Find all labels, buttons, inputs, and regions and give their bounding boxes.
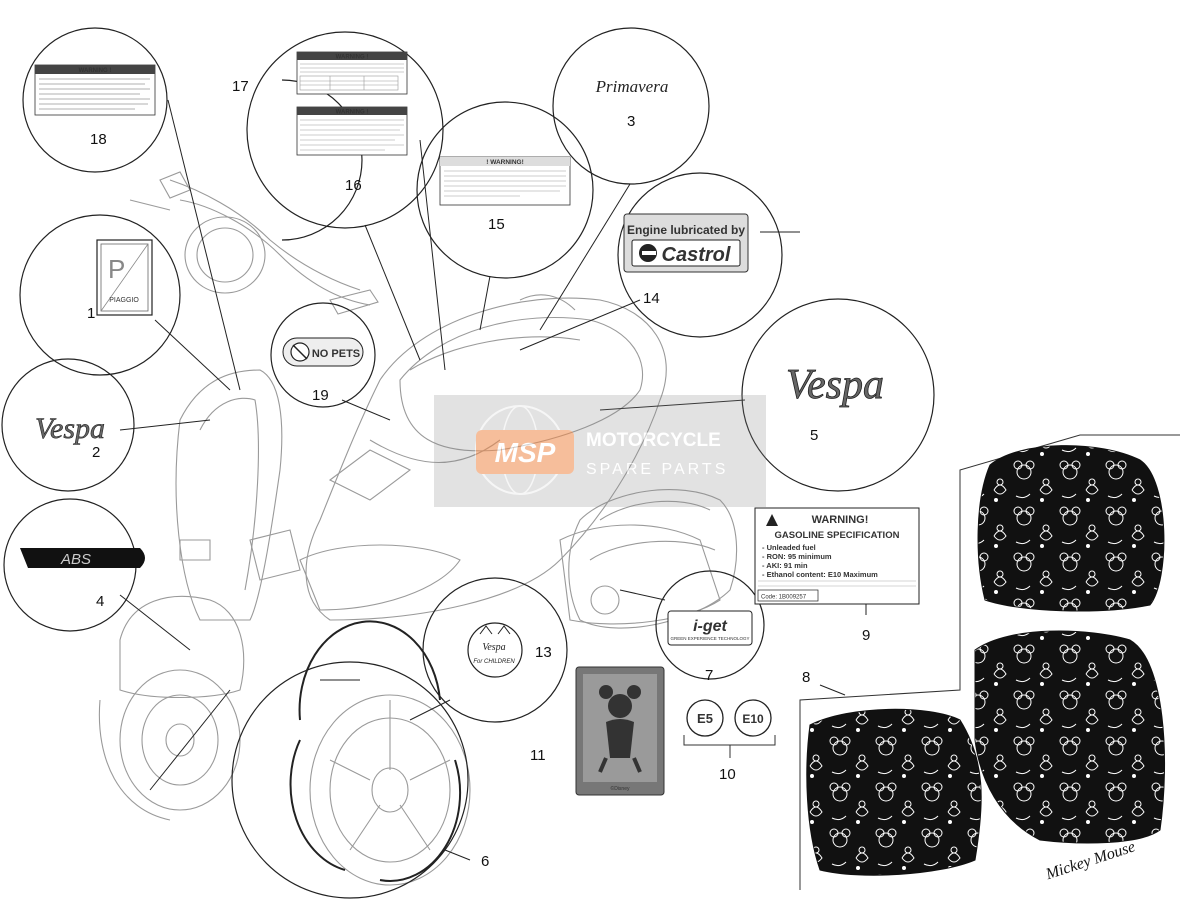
svg-text:PIAGGIO: PIAGGIO	[109, 297, 139, 304]
warning-decal-15: ! WARNING!	[439, 156, 571, 206]
svg-text:Code: 1B009257: Code: 1B009257	[761, 595, 807, 601]
vespa-children-decal: Vespa For CHILDREN	[467, 622, 523, 678]
no-pets-decal: NO PETS	[282, 337, 364, 367]
svg-text:- RON: 95 minimum: - RON: 95 minimum	[762, 552, 832, 561]
svg-text:MSP: MSP	[495, 437, 556, 468]
svg-text:E5: E5	[697, 711, 713, 726]
svg-text:©Disney: ©Disney	[611, 785, 630, 792]
callout-13: 13	[535, 644, 552, 661]
svg-text:i-get: i-get	[693, 618, 727, 635]
warning-decal-18: WARNING !	[34, 64, 156, 116]
e-rating-decals: E5 E10	[683, 699, 776, 758]
callout-14: 14	[643, 290, 660, 307]
callout-4: 4	[96, 593, 104, 610]
svg-text:- AKI: 91 min: - AKI: 91 min	[762, 561, 808, 570]
svg-text:WARNING !: WARNING !	[336, 55, 369, 61]
castrol-decal: Engine lubricated by Castrol	[623, 213, 749, 273]
svg-text:For CHILDREN: For CHILDREN	[473, 659, 515, 665]
callout-9: 9	[862, 627, 870, 644]
mickey-pattern-sheets: Mickey Mouse	[799, 434, 1180, 890]
leader-lines	[119, 99, 867, 861]
vespa-logo-2: Vespa	[35, 412, 105, 445]
callout-10: 10	[719, 766, 736, 783]
iget-decal: i-get GREEN EXPERIENCE TECHNOLOGY	[667, 610, 753, 646]
svg-text:WARNING!: WARNING!	[812, 514, 869, 526]
callout-3: 3	[627, 113, 635, 130]
callout-2: 2	[92, 444, 100, 461]
warning-decal-16: WARNING !	[296, 106, 408, 156]
svg-text:Vespa: Vespa	[482, 642, 505, 653]
primavera-logo: Primavera	[595, 77, 669, 96]
svg-text:- Unleaded fuel: - Unleaded fuel	[762, 543, 816, 552]
callout-18: 18	[90, 131, 107, 148]
svg-text:WARNING !: WARNING !	[336, 110, 369, 116]
svg-text:E10: E10	[742, 712, 764, 726]
rim-stripe-decal	[289, 620, 462, 882]
svg-text:Engine lubricated by: Engine lubricated by	[627, 223, 745, 237]
svg-text:Mickey Mouse: Mickey Mouse	[1043, 838, 1138, 883]
callout-16: 16	[345, 177, 362, 194]
callout-7: 7	[705, 667, 713, 684]
svg-text:ABS: ABS	[60, 551, 91, 568]
scooter-illustration	[98, 171, 738, 886]
svg-text:GREEN EXPERIENCE TECHNOLOGY: GREEN EXPERIENCE TECHNOLOGY	[671, 636, 750, 641]
abs-decal: ABS	[20, 548, 145, 568]
callout-6: 6	[481, 853, 489, 870]
callout-19: 19	[312, 387, 329, 404]
svg-text:WARNING !: WARNING !	[79, 68, 112, 74]
svg-text:SPARE PARTS: SPARE PARTS	[586, 461, 728, 478]
svg-text:P: P	[108, 254, 125, 284]
svg-text:- Ethanol content: E10 Maximum: - Ethanol content: E10 Maximum	[762, 570, 878, 579]
svg-text:NO PETS: NO PETS	[312, 348, 360, 360]
watermark: MSP MOTORCYCLE SPARE PARTS	[434, 395, 766, 507]
svg-text:! WARNING!: ! WARNING!	[486, 159, 524, 166]
gasoline-spec-decal: WARNING! GASOLINE SPECIFICATION - Unlead…	[754, 507, 920, 605]
callout-17: 17	[232, 78, 249, 95]
warning-decal-17: WARNING !	[296, 51, 408, 95]
svg-text:Castrol: Castrol	[662, 244, 731, 266]
mickey-plate-decal: ©Disney	[575, 666, 665, 796]
svg-text:GASOLINE SPECIFICATION: GASOLINE SPECIFICATION	[775, 530, 900, 541]
callout-5: 5	[810, 427, 818, 444]
svg-text:MOTORCYCLE: MOTORCYCLE	[586, 430, 721, 451]
callout-15: 15	[488, 216, 505, 233]
vespa-logo-5: Vespa	[786, 362, 884, 408]
piaggio-plate-decal: P PIAGGIO	[96, 239, 153, 316]
callout-11: 11	[530, 747, 546, 764]
callout-1: 1	[87, 305, 95, 322]
callout-8: 8	[802, 669, 810, 686]
callout-numbers: 1 2 3 4 5 6 7 8 9 10 11 13 14 15 16 17 1…	[87, 78, 870, 870]
